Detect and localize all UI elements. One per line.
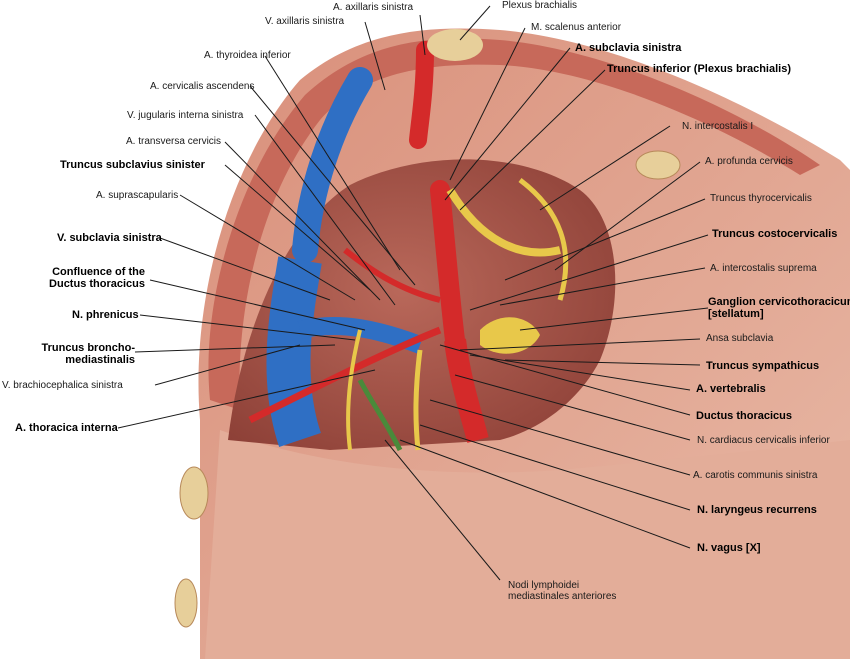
label-a-thoracica-interna: A. thoracica interna [15, 422, 118, 434]
label-a-subclavia-sinistra: A. subclavia sinistra [575, 42, 682, 54]
rib-2 [174, 578, 198, 628]
brachiocephalic-vein [266, 256, 322, 447]
leader-lines [117, 5, 709, 581]
label-n-intercostalis-i: N. intercostalis I [682, 121, 754, 132]
intercostal-nerve [518, 178, 569, 301]
label-n-cardiacus-cervicalis-inferior: N. cardiacus cervicalis inferior [697, 435, 830, 446]
label-n-laryngeus-recurrens: N. laryngeus recurrens [697, 504, 817, 516]
axillary-artery [409, 41, 434, 149]
jugular-vein [292, 67, 373, 263]
lymph-duct [357, 378, 403, 452]
rib-1 [179, 466, 209, 520]
label-truncus-sympathicus: Truncus sympathicus [706, 360, 820, 372]
label-truncus-costocervicalis: Truncus costocervicalis [712, 228, 838, 240]
label-nodi-line-1: Nodi lymphoidei [508, 580, 580, 591]
label-truncus-inferior: Truncus inferior (Plexus brachialis) [607, 63, 791, 75]
label-broncho-line-1: Truncus broncho- [41, 342, 136, 354]
label-truncus-thyrocervicalis: Truncus thyrocervicalis [710, 193, 812, 204]
label-broncho-line-2: mediastinalis [65, 354, 135, 366]
label-a-cervicalis-ascendens: A. cervicalis ascendens [150, 81, 255, 92]
label-confluence-line-1: Confluence of the [52, 266, 145, 278]
cavity [228, 159, 616, 450]
label-m-scalenus-anterior: M. scalenus anterior [531, 22, 622, 33]
label-a-transversa-cervicis: A. transversa cervicis [126, 136, 222, 147]
label-a-suprascapularis: A. suprascapularis [96, 190, 179, 201]
label-a-vertebralis: A. vertebralis [696, 383, 766, 395]
pleura-floor [205, 430, 850, 659]
label-a-axillaris-sinistra: A. axillaris sinistra [333, 2, 414, 13]
vagus-nerve [413, 349, 423, 451]
label-nodi-line-2: mediastinales anteriores [508, 591, 617, 602]
label-ansa-subclavia: Ansa subclavia [706, 333, 774, 344]
plexus-nerve [446, 187, 561, 257]
label-a-thyroidea-inferior: A. thyroidea inferior [204, 50, 291, 61]
label-a-profunda-cervicis: A. profunda cervicis [705, 156, 793, 167]
plexus-bundle [427, 29, 483, 61]
v-subclavia [297, 317, 424, 354]
label-v-subclavia-sinistra: V. subclavia sinistra [57, 232, 162, 244]
phrenic-nerve [346, 329, 362, 451]
label-ductus-thoracicus: Ductus thoracicus [696, 410, 792, 422]
label-truncus-subclavius-sinister: Truncus subclavius sinister [60, 159, 205, 171]
carotid-artery [444, 338, 489, 443]
label-v-axillaris-sinistra: V. axillaris sinistra [265, 16, 345, 27]
cervical-artery [343, 247, 441, 303]
label-v-brachiocephalica-sinistra: V. brachiocephalica sinistra [2, 380, 123, 391]
stellate-ganglion [480, 317, 540, 354]
subclavian-artery [430, 180, 465, 350]
label-ganglion-line-2: [stellatum] [708, 308, 764, 320]
label-plexus-brachialis: Plexus brachialis [502, 0, 578, 11]
label-ganglion-line-1: Ganglion cervicothoracicum [708, 296, 850, 308]
rib-3 [635, 150, 681, 180]
label-v-jugularis-interna-sinistra: V. jugularis interna sinistra [127, 110, 244, 121]
thoracica-interna-artery [248, 326, 442, 424]
label-n-vagus: N. vagus [X] [697, 542, 761, 554]
label-a-intercostalis-suprema: A. intercostalis suprema [710, 263, 817, 274]
label-confluence-line-2: Ductus thoracicus [49, 278, 145, 290]
label-a-carotis-communis-sinistra: A. carotis communis sinistra [693, 470, 818, 481]
label-n-phrenicus: N. phrenicus [72, 309, 139, 321]
